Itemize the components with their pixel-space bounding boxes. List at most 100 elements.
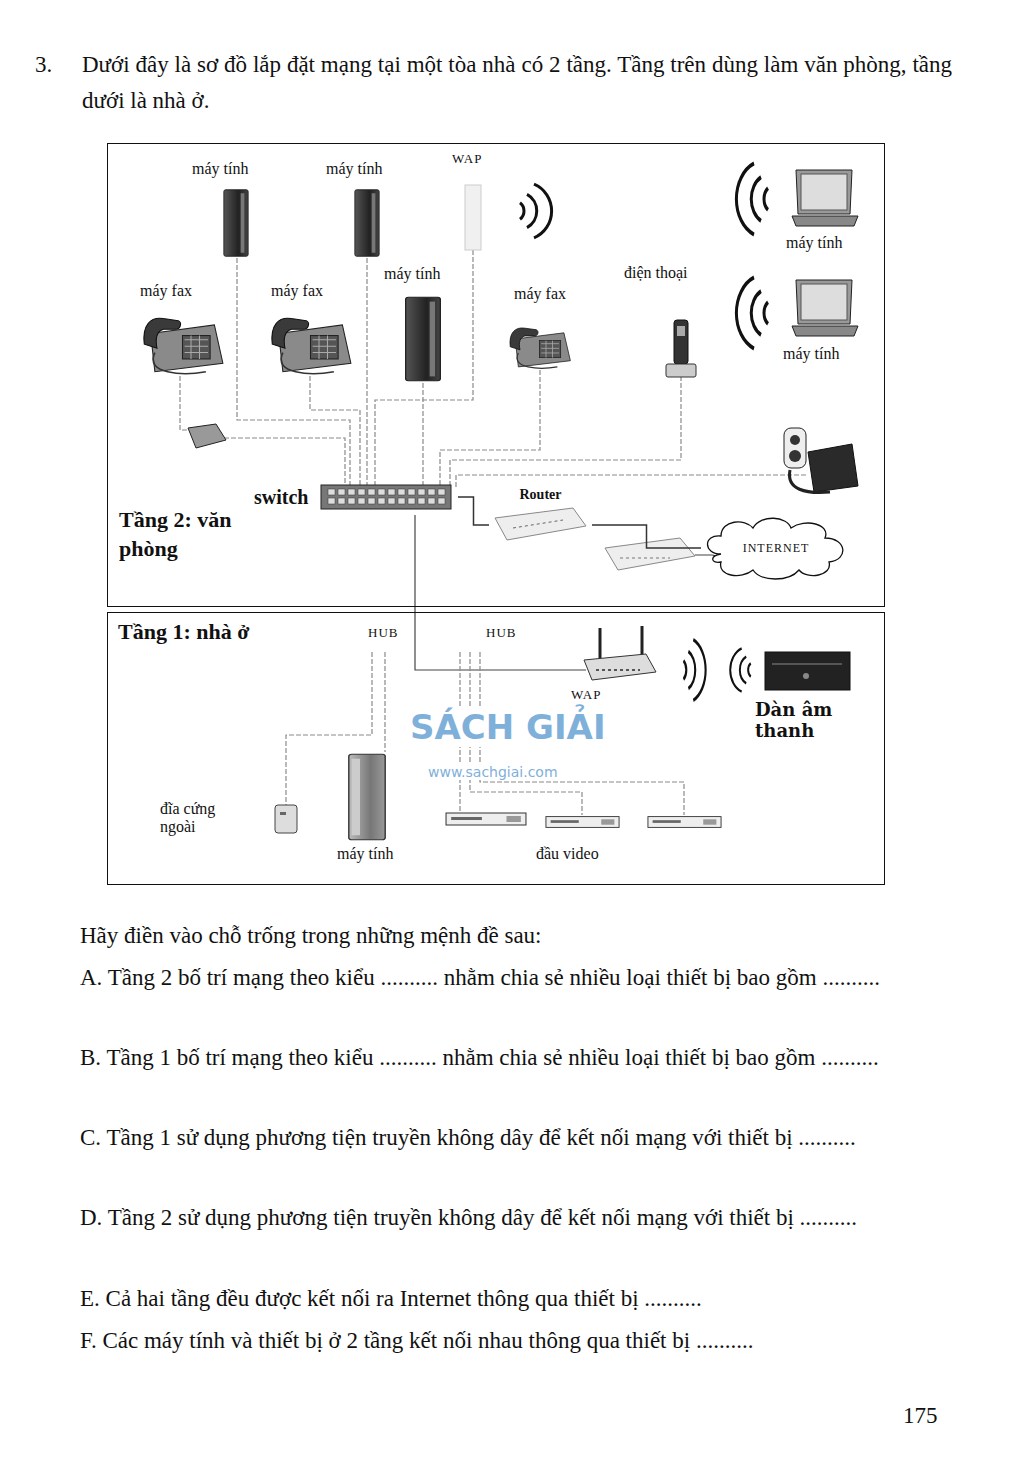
watermark-url: www.sachgiai.com bbox=[428, 764, 558, 780]
modem bbox=[605, 538, 695, 570]
floor-band: Tầng 2: văn phòngswitchRouterINTERNET bbox=[107, 143, 885, 607]
modem bbox=[605, 538, 695, 570]
floor-band: Tầng 1: nhà ở bbox=[107, 612, 885, 885]
laptop-computer bbox=[792, 280, 858, 336]
switch-icon bbox=[358, 489, 365, 495]
external-hard-drive bbox=[275, 805, 297, 833]
switch-icon bbox=[338, 489, 345, 495]
network-cable bbox=[458, 497, 489, 525]
switch-icon bbox=[338, 498, 345, 504]
exercise-statement: A. Tầng 2 bố trí mạng theo kiểu ........… bbox=[80, 960, 987, 996]
switch-icon bbox=[438, 498, 445, 504]
speaker-dock bbox=[790, 435, 800, 445]
exercise-statement: F. Các máy tính và thiết bị ở 2 tầng kết… bbox=[80, 1323, 987, 1359]
network-wire bbox=[375, 250, 473, 488]
speaker-dock bbox=[789, 470, 830, 492]
speaker-dock bbox=[784, 428, 806, 468]
switch-icon bbox=[398, 498, 405, 504]
question-number: 3. bbox=[35, 47, 52, 83]
speaker-dock bbox=[808, 444, 858, 492]
floor-title: Tầng 2: văn phòng bbox=[119, 506, 269, 563]
network-wire bbox=[422, 383, 423, 488]
switch-icon bbox=[388, 489, 395, 495]
switch-icon bbox=[438, 489, 445, 495]
device-label: máy fax bbox=[140, 282, 192, 300]
fax-machine bbox=[144, 318, 223, 373]
network-wire bbox=[237, 258, 350, 488]
question-text: Dưới đây là sơ đồ lắp đặt mạng tại một t… bbox=[82, 47, 952, 119]
cordless-phone bbox=[677, 326, 685, 336]
network-wire bbox=[310, 376, 360, 488]
device-label: HUB bbox=[368, 626, 398, 641]
cloud-outline bbox=[708, 518, 843, 579]
switch-icon bbox=[408, 498, 415, 504]
wireless-access-point bbox=[465, 185, 656, 680]
modem bbox=[620, 558, 670, 559]
device-label: máy tính bbox=[786, 234, 842, 252]
sound-system bbox=[803, 673, 809, 679]
video-player bbox=[546, 817, 619, 828]
network-wire bbox=[366, 258, 367, 488]
switch-icon bbox=[388, 498, 395, 504]
switch-icon bbox=[368, 498, 375, 504]
device-label: đĩa cứng ngoài bbox=[160, 800, 240, 837]
desktop-tower bbox=[224, 190, 440, 840]
fax-machine bbox=[510, 328, 570, 368]
switch-icon bbox=[328, 489, 335, 495]
exercise-statement: B. Tầng 1 bố trí mạng theo kiểu ........… bbox=[80, 1040, 987, 1076]
switch-icon bbox=[321, 485, 451, 509]
wireless-access-point bbox=[584, 654, 656, 680]
cordless-phone bbox=[666, 320, 696, 377]
router-icon bbox=[513, 520, 563, 528]
switch-icon bbox=[378, 489, 385, 495]
device-label: Dàn âm thanh bbox=[755, 700, 851, 741]
router-icon bbox=[493, 506, 588, 544]
switch-icon bbox=[398, 489, 405, 495]
switch-icon bbox=[358, 498, 365, 504]
switch-icon bbox=[428, 489, 435, 495]
desktop-tower bbox=[224, 190, 248, 257]
fax-machine bbox=[272, 318, 351, 373]
watermark: SÁCH GIẢI bbox=[410, 708, 606, 747]
network-wire bbox=[440, 370, 540, 488]
wireless-signal bbox=[736, 277, 768, 348]
network-wire bbox=[224, 438, 345, 488]
device-label: HUB bbox=[486, 626, 516, 641]
instruction-text: Hãy điền vào chỗ trống trong những mệnh … bbox=[80, 918, 950, 954]
video-player bbox=[648, 817, 721, 828]
network-wire bbox=[180, 250, 806, 815]
wireless-signal bbox=[520, 184, 552, 238]
network-wire bbox=[180, 376, 188, 430]
laptop-computer bbox=[792, 170, 858, 336]
device-label: WAP bbox=[571, 688, 601, 703]
router-icon bbox=[495, 508, 586, 540]
device-label: đầu video bbox=[536, 845, 599, 863]
device-label: máy tính bbox=[384, 265, 440, 283]
sound-system bbox=[765, 652, 850, 690]
switch-icon bbox=[320, 484, 452, 510]
switch-icon bbox=[378, 498, 385, 504]
device-label: máy tính bbox=[337, 845, 393, 863]
network-wire bbox=[450, 376, 681, 488]
external-hard-drive bbox=[275, 805, 297, 833]
fax-machine bbox=[144, 318, 570, 373]
cordless-phone bbox=[674, 320, 688, 364]
device-label: điện thoại bbox=[624, 264, 688, 282]
switch-icon bbox=[368, 489, 375, 495]
node-label: switch bbox=[254, 486, 308, 509]
network-wire bbox=[415, 515, 586, 670]
switch-icon bbox=[418, 498, 425, 504]
wireless-signal bbox=[520, 163, 768, 700]
speaker-dock bbox=[789, 450, 801, 462]
switch-box: switch bbox=[251, 482, 458, 512]
switch-icon bbox=[418, 489, 425, 495]
switch-icon bbox=[348, 489, 355, 495]
page-number: 175 bbox=[903, 1398, 938, 1434]
wireless-access-point bbox=[465, 185, 481, 250]
device-label: máy tính bbox=[326, 160, 382, 178]
network-adapter bbox=[188, 424, 226, 448]
desktop-tower bbox=[406, 297, 441, 381]
device-label: máy tính bbox=[192, 160, 248, 178]
device-label: máy fax bbox=[271, 282, 323, 300]
